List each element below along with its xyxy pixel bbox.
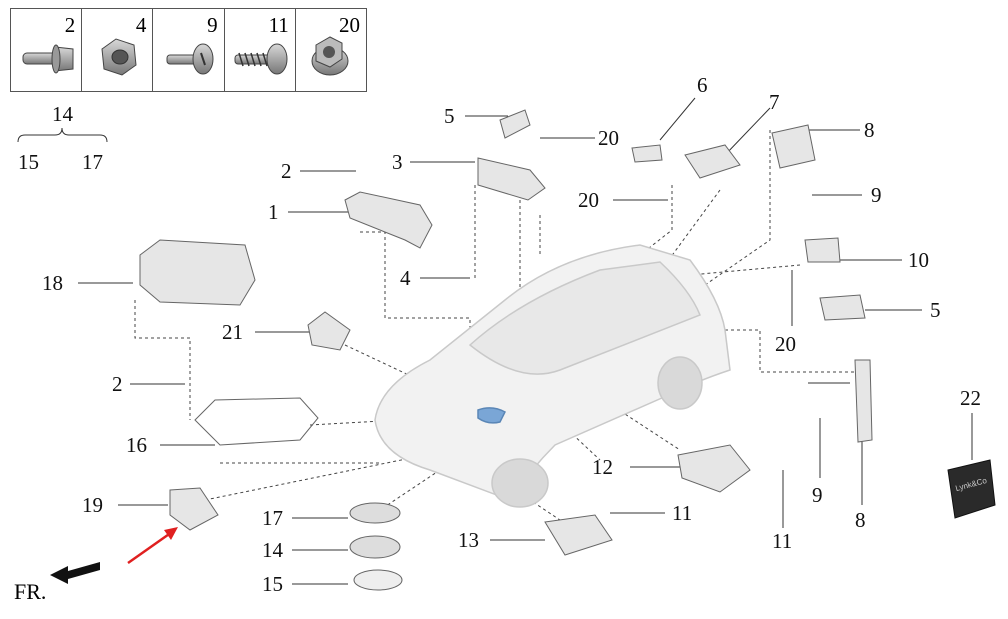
front-direction-arrow-icon	[50, 562, 100, 584]
fastener-number: 4	[135, 13, 147, 37]
callout-label: 6	[697, 73, 708, 97]
callout-label: 2	[281, 159, 292, 183]
callout-label: 14	[262, 538, 283, 562]
callout-label: 7	[769, 90, 780, 114]
callout-label: 16	[126, 433, 147, 457]
fastener-cell: 9	[153, 9, 225, 91]
fastener-number: 2	[64, 13, 76, 37]
callout-label: 11	[672, 501, 693, 525]
callout-label: 8	[864, 118, 875, 142]
flange-nut-icon	[311, 36, 349, 76]
fastener-legend: 2 4 9 11	[10, 8, 367, 92]
pan-screw-icon	[166, 43, 214, 75]
car-body-outline	[374, 244, 731, 508]
callout-label: 11	[772, 529, 793, 553]
callout-label: 13	[458, 528, 479, 552]
fastener-number: 20	[339, 13, 361, 37]
callout-label: 20	[598, 126, 619, 150]
fastener-cell: 4	[82, 9, 154, 91]
callout-label: 15	[262, 572, 283, 596]
callout-label: 5	[930, 298, 941, 322]
callout-label: 10	[908, 248, 929, 272]
callout-label: 5	[444, 104, 455, 128]
fastener-cell: 2	[11, 9, 83, 91]
self-tapping-screw-icon	[234, 43, 288, 75]
fastener-number: 11	[268, 13, 289, 37]
kit-right-label: 17	[82, 150, 103, 174]
fastener-cell: 20	[296, 9, 366, 91]
flange-bolt-icon	[22, 44, 74, 74]
callout-label: 8	[855, 508, 866, 532]
callout-label: 22	[960, 386, 981, 410]
module-1	[344, 191, 433, 249]
red-arrow-icon	[127, 527, 178, 565]
fastener-cell: 11	[225, 9, 296, 91]
callout-label: 18	[42, 271, 63, 295]
callout-label: 21	[222, 320, 243, 344]
callout-label: 17	[262, 506, 283, 530]
callout-label: 1	[268, 200, 279, 224]
hex-nut-icon	[101, 38, 137, 76]
callout-label: 9	[871, 183, 882, 207]
callout-label: 20	[775, 332, 796, 356]
callout-label: 2	[112, 372, 123, 396]
callout-label: 9	[812, 483, 823, 507]
callout-label: 19	[82, 493, 103, 517]
callout-label: 12	[592, 455, 613, 479]
kit-left-label: 15	[18, 150, 39, 174]
front-direction-label: FR.	[14, 579, 47, 604]
callout-label: 3	[392, 150, 403, 174]
callout-label: 20	[578, 188, 599, 212]
callout-label: 4	[400, 266, 411, 290]
kit-main-label: 14	[52, 102, 73, 126]
fastener-number: 9	[207, 13, 218, 37]
